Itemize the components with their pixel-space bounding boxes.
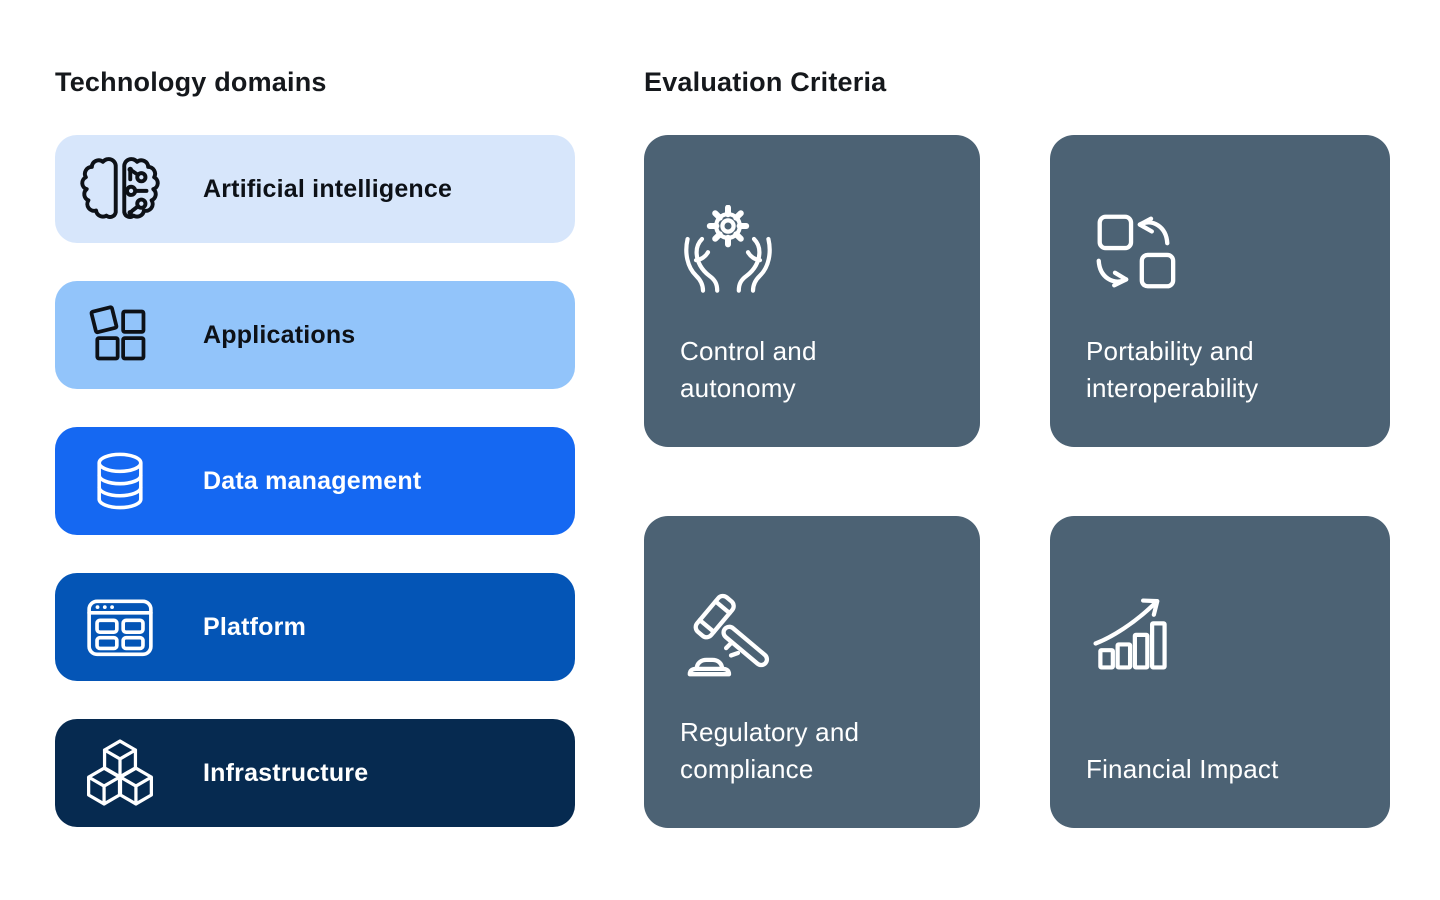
criteria-card-regulatory-compliance: Regulatory and compliance <box>644 516 980 828</box>
criteria-card-label: Regulatory and compliance <box>680 717 860 784</box>
criteria-card-label: Financial Impact <box>1086 754 1279 784</box>
criteria-card-portability-interoperability: Portability and interoperability <box>1050 135 1390 447</box>
evaluation-criteria-title: Evaluation Criteria <box>644 67 887 97</box>
domain-label: Data management <box>203 466 422 495</box>
cubes-icon <box>77 737 163 809</box>
domain-label: Artificial intelligence <box>203 174 453 203</box>
domain-row-platform: Platform <box>55 573 575 681</box>
gavel-icon <box>680 586 944 684</box>
swap-squares-icon <box>1086 205 1354 299</box>
brain-ai-icon <box>77 155 163 223</box>
criteria-cards-grid: Control and autonomy Portability and int… <box>644 135 1390 828</box>
browser-window-icon <box>77 591 163 664</box>
domain-label: Infrastructure <box>203 758 369 787</box>
technology-domains-title: Technology domains <box>55 67 327 97</box>
criteria-card-control-autonomy: Control and autonomy <box>644 135 980 447</box>
technology-domains-panel: Technology domains Artificial intelligen… <box>55 66 575 827</box>
criteria-card-financial-impact: Financial Impact <box>1050 516 1390 828</box>
domain-row-applications: Applications <box>55 281 575 389</box>
criteria-card-label: Control and autonomy <box>680 336 817 403</box>
evaluation-criteria-panel: Evaluation Criteria <box>644 66 1390 828</box>
domain-label: Applications <box>203 320 356 349</box>
hands-gear-icon <box>680 205 944 297</box>
criteria-card-label: Portability and interoperability <box>1086 336 1259 403</box>
domain-row-infrastructure: Infrastructure <box>55 719 575 827</box>
app-squares-icon <box>77 299 163 371</box>
domain-row-artificial-intelligence: Artificial intelligence <box>55 135 575 243</box>
domain-label: Platform <box>203 612 307 641</box>
database-icon <box>77 449 163 514</box>
domain-row-data-management: Data management <box>55 427 575 535</box>
growth-chart-icon <box>1086 586 1354 674</box>
